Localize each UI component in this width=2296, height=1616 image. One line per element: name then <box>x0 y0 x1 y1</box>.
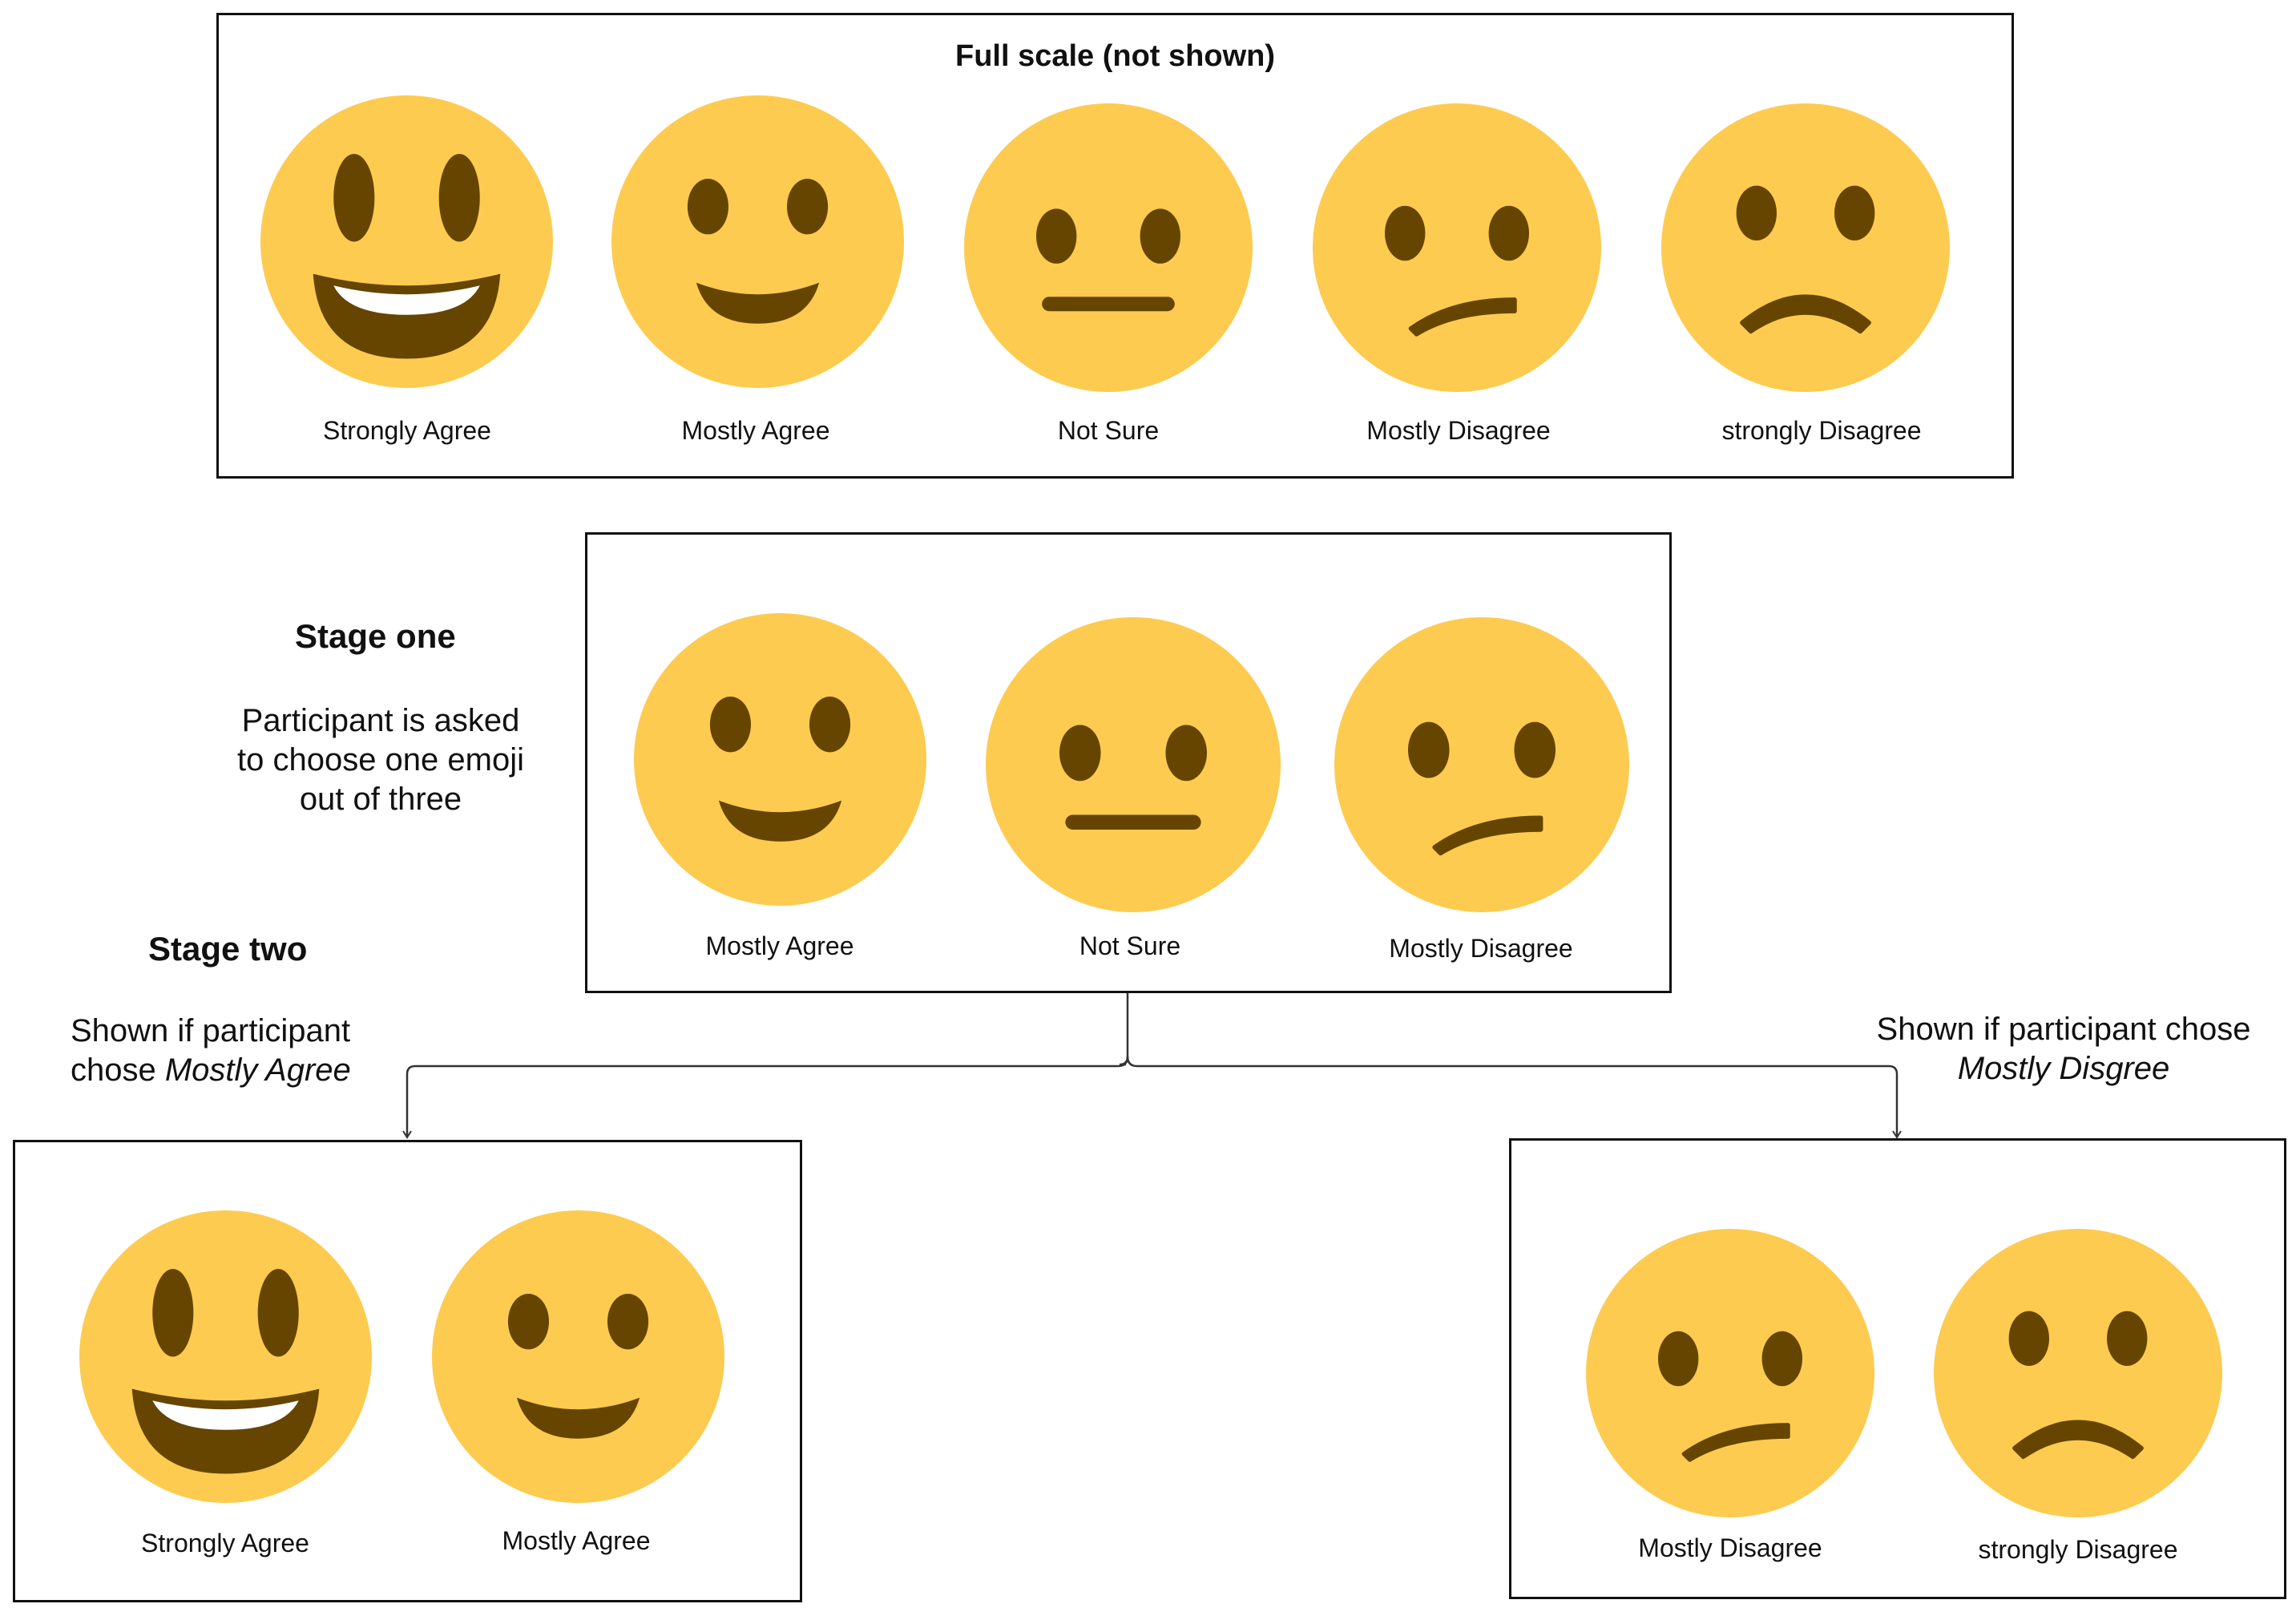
connector-stem <box>1119 993 1129 1066</box>
grinning-face-icon <box>79 1210 372 1503</box>
stage-one-panel: Mostly Agree Not Sure Mostly Disagree <box>585 532 1672 993</box>
right-condition-line1: Shown if participant chose <box>1876 1012 2251 1047</box>
full-scale-label-not-sure: Not Sure <box>1057 416 1160 445</box>
stage-two-label-mostly-agree: Mostly Agree <box>502 1526 651 1555</box>
stage-one-description-line: Participant is asked <box>241 703 520 738</box>
right-condition-choice: Mostly Disgree <box>1957 1051 2170 1086</box>
full-scale-label-strongly-agree: Strongly Agree <box>323 416 491 445</box>
stage-two-right-condition: Shown if participant chose Mostly Disgre… <box>1843 1010 2284 1089</box>
slightly-smiling-face-icon <box>432 1210 724 1503</box>
stage-two-heading: Stage two <box>148 930 308 968</box>
stage-two-agree-panel: Strongly Agree Mostly Agree <box>13 1140 802 1602</box>
stage-one-heading: Stage one <box>295 617 456 655</box>
left-condition-choice: Mostly Agree <box>164 1052 351 1088</box>
connector-right-branch <box>1126 1056 1902 1139</box>
left-condition-prefix: chose <box>71 1052 165 1088</box>
full-scale-panel: Full scale (not shown) Strongly Agree Mo… <box>216 13 2014 479</box>
stage-one-description: Participant is asked to choose one emoji… <box>212 701 549 819</box>
frowning-face-icon <box>1934 1229 2222 1517</box>
stage-two-label-strongly-agree: Strongly Agree <box>141 1529 309 1557</box>
full-scale-title: Full scale (not shown) <box>954 39 1276 73</box>
confused-face-icon <box>1586 1229 1874 1517</box>
stage-two-left-condition: Shown if participant chose Mostly Agree <box>71 1012 351 1090</box>
full-scale-label-mostly-agree: Mostly Agree <box>681 416 830 445</box>
stage-one-label-not-sure: Not Sure <box>1079 931 1181 960</box>
stage-one-label-mostly-agree: Mostly Agree <box>705 931 854 960</box>
left-condition-line2: chose Mostly Agree <box>71 1051 351 1090</box>
full-scale-label-strongly-disagree: strongly Disagree <box>1721 416 1922 445</box>
right-condition-line2: Mostly Disgree <box>1843 1049 2284 1089</box>
stage-one-description-line: out of three <box>299 782 462 817</box>
left-condition-line1: Shown if participant <box>71 1013 351 1048</box>
connector-left-branch <box>402 1056 1129 1139</box>
stage-two-label-strongly-disagree: strongly Disagree <box>1978 1535 2178 1564</box>
stage-two-disagree-panel: Mostly Disagree strongly Disagree <box>1509 1138 2286 1599</box>
stage-one-description-line: to choose one emoji <box>236 742 524 778</box>
stage-two-label-mostly-disagree: Mostly Disagree <box>1638 1533 1822 1562</box>
full-scale-label-mostly-disagree: Mostly Disagree <box>1366 416 1551 445</box>
stage-one-label-mostly-disagree: Mostly Disagree <box>1389 934 1573 963</box>
